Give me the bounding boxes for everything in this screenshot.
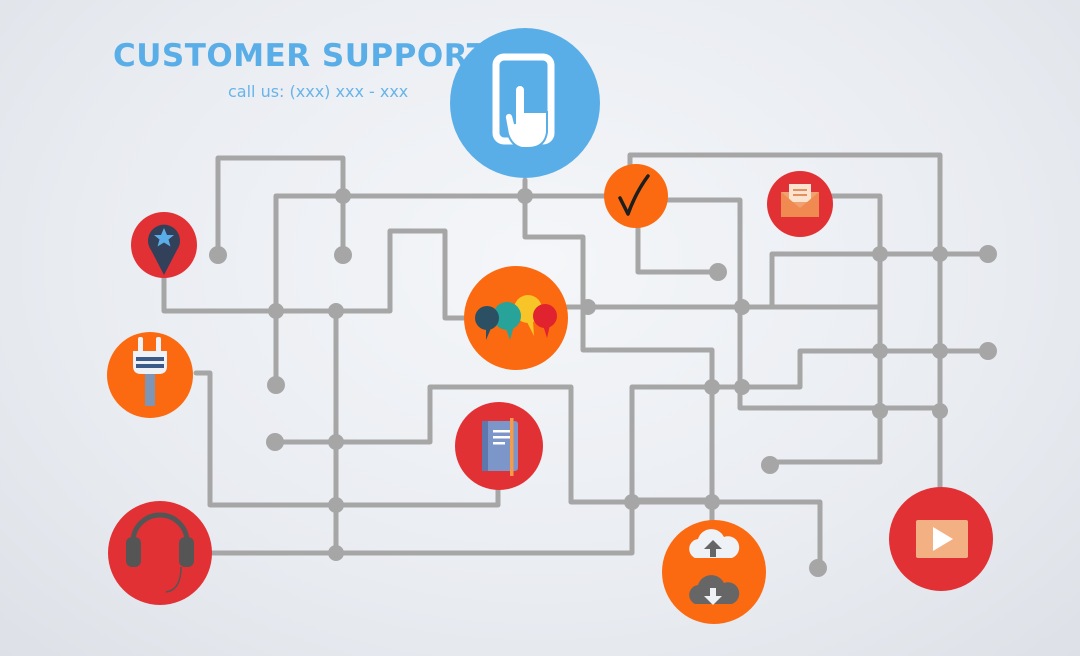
checkmark-icon [604, 164, 668, 228]
map-pin-icon [131, 212, 197, 278]
envelope-icon [767, 171, 833, 237]
junction-dots [209, 188, 997, 577]
junction-dot [809, 559, 827, 577]
page-title: CUSTOMER SUPPORT [113, 38, 489, 74]
junction-dot [704, 494, 720, 510]
phone-number-text: call us: (xxx) xxx - xxx [228, 82, 409, 101]
junction-dot [328, 303, 344, 319]
junction-dot [328, 434, 344, 450]
junction-dot [932, 343, 948, 359]
junction-dot [872, 246, 888, 262]
junction-dot [979, 342, 997, 360]
junction-dot [734, 299, 750, 315]
junction-dot [734, 379, 750, 395]
junction-dot [932, 246, 948, 262]
junction-dot [709, 263, 727, 281]
chat-bubbles-icon [464, 266, 568, 370]
junction-dot [872, 343, 888, 359]
junction-dot [979, 245, 997, 263]
junction-dot [335, 188, 351, 204]
junction-dot [209, 246, 227, 264]
junction-dot [334, 246, 352, 264]
junction-dot [267, 376, 285, 394]
touch-screen-icon [450, 28, 600, 178]
connector-lines [161, 152, 991, 603]
junction-dot [266, 433, 284, 451]
junction-dot [580, 299, 596, 315]
junction-dot [517, 188, 533, 204]
junction-dot [704, 379, 720, 395]
junction-dot [328, 545, 344, 561]
power-plug-icon [107, 332, 193, 418]
junction-dot [268, 303, 284, 319]
junction-dot [932, 403, 948, 419]
headphones-icon [108, 501, 212, 605]
play-button-icon [889, 487, 993, 591]
notebook-icon [455, 402, 543, 490]
junction-dot [872, 403, 888, 419]
cloud-upload-download-icon [662, 520, 766, 624]
junction-dot [761, 456, 779, 474]
junction-dot [328, 497, 344, 513]
junction-dot [624, 494, 640, 510]
